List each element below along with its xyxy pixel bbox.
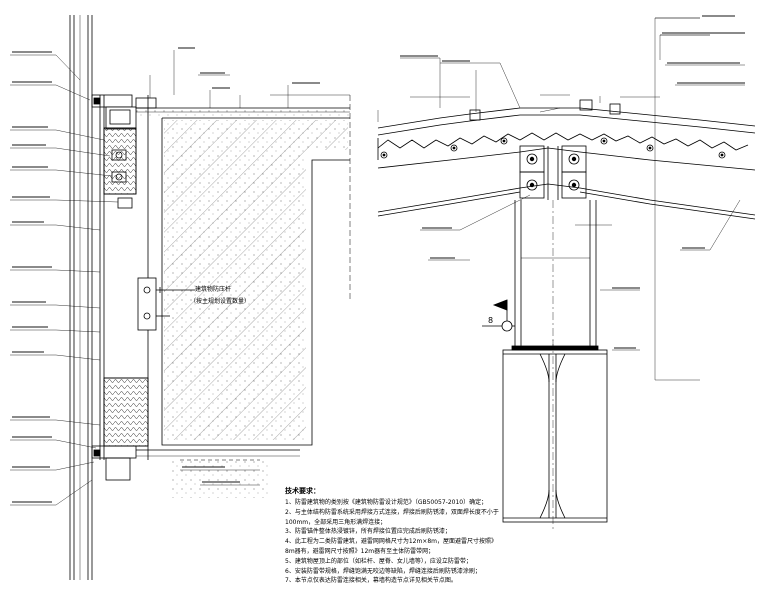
- note-line-4: 3、防雷锚件整体热浸镀锌，所有焊接位置应完成后刷防锈漆；: [285, 528, 451, 536]
- top-dimension-marks: [539, 96, 601, 113]
- notes-lines: 1、防雷建筑物的类别按《建筑物防雷设计规范》（GB50057-2010）确定； …: [285, 498, 525, 586]
- bottom-transom-profile: [91, 445, 300, 498]
- wall-section-detail: [10, 15, 351, 580]
- purlin-clips: [380, 99, 726, 159]
- note-line-8: 6、安装防雷带规格，焊缝饱满无咬边等缺陷，焊缝连接后刷防锈漆涂刷；: [285, 567, 481, 575]
- note-line-3: 100mm，全部采用三角形满焊连接；: [285, 518, 387, 526]
- roof-sheet: [377, 107, 756, 160]
- note-line-5: 4、此工程为二类防雷建筑，避雷网网格尺寸为12m×8m，屋面避雷尺寸按照》: [285, 538, 497, 546]
- roof-beam-detail: [377, 15, 756, 530]
- section-marker-label: 8: [488, 316, 493, 325]
- note-line-9: 7、本节点仅表达防雷连接相关，幕墙构造节点详见相关节点图。: [285, 577, 457, 585]
- fire-barrier-label-1: 建筑物防压杆: [195, 285, 231, 293]
- fire-barrier-bracket: [137, 277, 195, 331]
- rafters: [377, 147, 756, 220]
- fire-barrier-label-2: （按主规划设置数量）: [190, 297, 250, 305]
- note-line-7: 5、建筑物屋顶上的部位（如栏杆、屋脊、女儿墙等），应设立防雷带；: [285, 557, 472, 565]
- apex-connection: [519, 145, 587, 200]
- left-leader-text-ticks: [12, 51, 52, 503]
- beam-leader-text-ticks: [400, 15, 745, 349]
- top-transom-profile: [91, 94, 157, 209]
- notes-heading: 技术要求：: [285, 487, 320, 495]
- note-line-6: 8m器有，避雷网尺寸按照》12m器有至主体防雷带网；: [285, 547, 435, 555]
- technical-notes: 技术要求： 1、防雷建筑物的类别按《建筑物防雷设计规范》（GB50057-201…: [285, 486, 525, 586]
- section-marker: [482, 299, 515, 332]
- note-line-1: 1、防雷建筑物的类别按《建筑物防雷设计规范》（GB50057-2010）确定；: [285, 499, 488, 506]
- column-base: [502, 340, 608, 530]
- top-leaders: [149, 50, 350, 486]
- note-line-2: 2、与主体结构防雷系统采用焊接方式连接，焊接后刷防锈漆，双面焊长度不小于: [285, 508, 499, 516]
- column: [514, 200, 597, 350]
- top-leader-text-ticks: [178, 47, 320, 483]
- curtain-wall-glass: [69, 15, 93, 580]
- beam-leaders: [377, 17, 745, 381]
- left-leaders: [10, 54, 119, 506]
